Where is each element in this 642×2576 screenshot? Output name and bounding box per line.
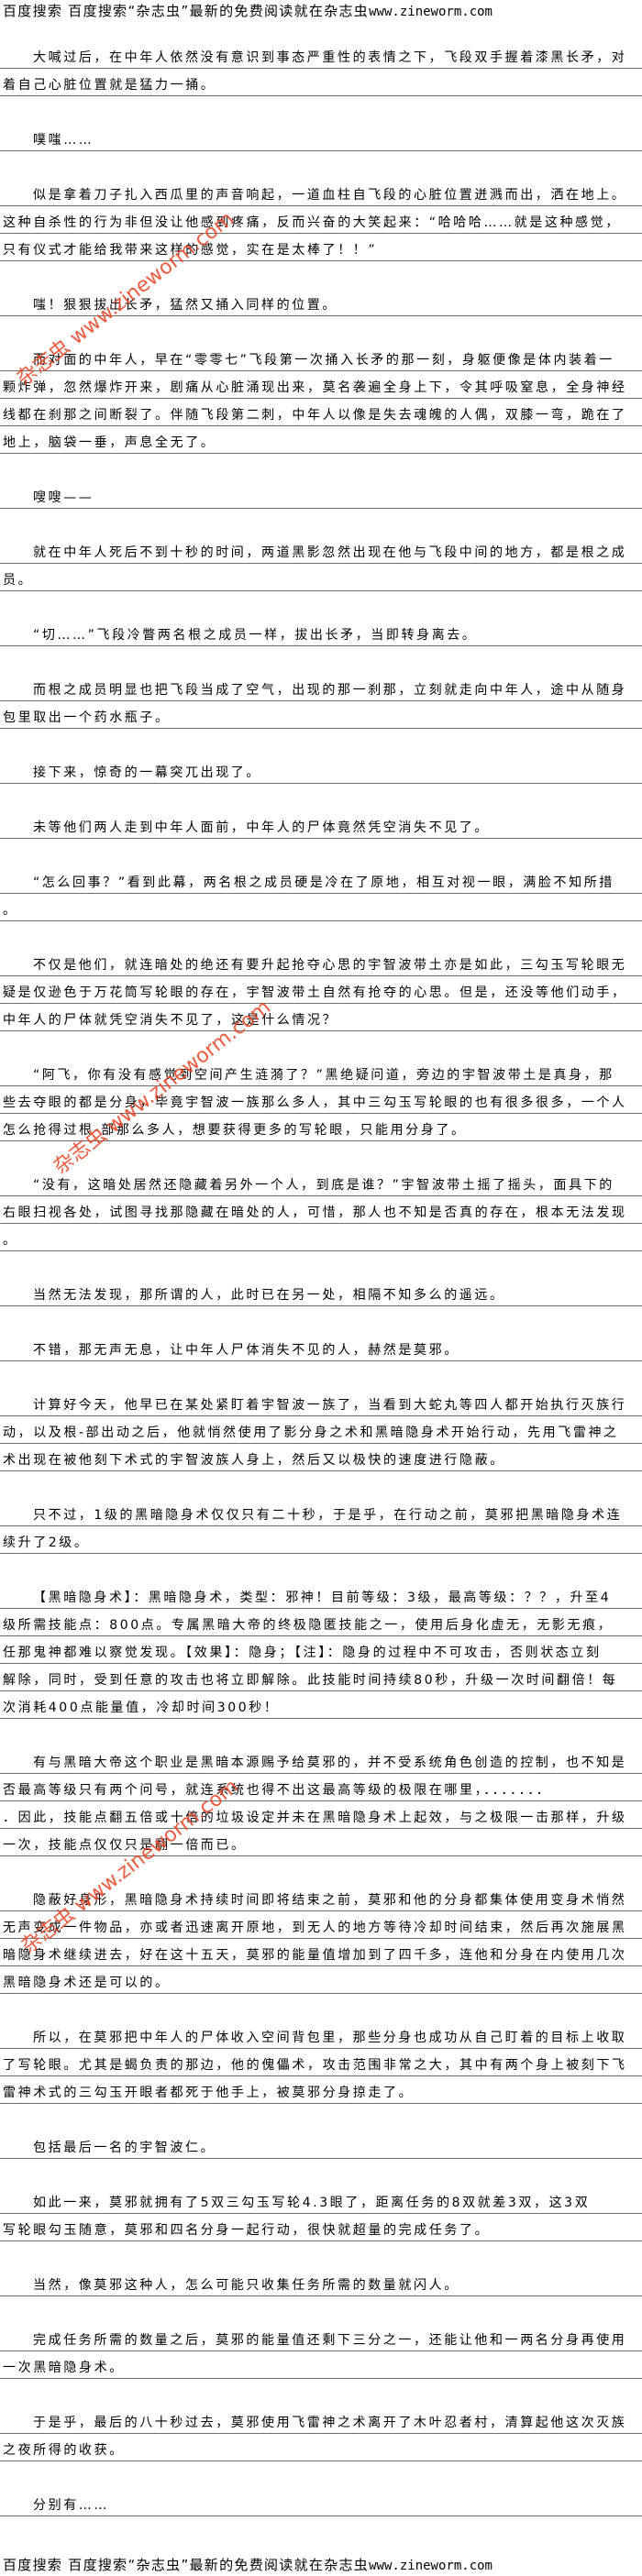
paragraph-line: 不错，那无声无息，让中年人尸体消失不见的人，赫然是莫邪。 (0, 1334, 642, 1361)
paragraph-line: 疑是仅逊色于万花筒写轮眼的存在，宇智波带土自然有抢夺的心思。但是，还没等他们动手… (0, 976, 642, 1004)
paragraph-line: 写轮眼勾玉随意，莫邪和四名分身一起行动，很快就超量的完成任务了。 (0, 2214, 642, 2241)
paragraph-line: 些去夺眼的都是分身，毕竟宇智波一族那么多人，其中三勾玉写轮眼的也有很多很多，一个… (0, 1086, 642, 1114)
paragraph: “阿飞，你有没有感觉到空间产生涟漪了？”黑绝疑问道，旁边的宇智波带土是真身，那些… (0, 1059, 642, 1141)
paragraph-line: 于是乎，最后的八十秒过去，莫邪使用飞雷神之术离开了木叶忍者村，清算起他这次灭族 (0, 2406, 642, 2434)
paragraph: 完成任务所需的数量之后，莫邪的能量值还剩下三分之一，还能让他和一两名分身再使用一… (0, 2324, 642, 2379)
paragraph: 而根之成员明显也把飞段当成了空气，出现的那一刹那，立刻就走向中年人，途中从随身包… (0, 674, 642, 729)
paragraph-line: “没有，这暗处居然还隐藏着另外一个人，到底是谁？”宇智波带土摇了摇头，面具下的 (0, 1169, 642, 1196)
paragraph: 隐蔽好身形，黑暗隐身术持续时间即将结束之前，莫邪和他的分身都集体使用变身术悄然无… (0, 1884, 642, 1994)
paragraph-line: 有与黑暗大帝这个职业是黑暗本源赐予给莫邪的，并不受系统角色创造的控制，也不知是 (0, 1746, 642, 1774)
paragraph-line: 否最高等级只有两个问号，就连系统也得不出这最高等级的极限在哪里，．．．．．．． (0, 1774, 642, 1801)
paragraph-line: 噗嗤…… (0, 124, 642, 151)
paragraph-line: 当然，像莫邪这种人，怎么可能只收集任务所需的数量就闪人。 (0, 2269, 642, 2296)
paragraph: “怎么回事？”看到此幕，两名根之成员硬是冷在了原地，相互对视一眼，满脸不知所措。 (0, 866, 642, 921)
banner-text: 百度搜索 百度搜索“杂志虫”最新的免费阅读就在杂志虫 (3, 3, 370, 19)
paragraph: 包括最后一名的宇智波仁。 (0, 2131, 642, 2159)
paragraph-line: 接下来，惊奇的一幕突兀出现了。 (0, 756, 642, 784)
paragraph: 所以，在莫邪把中年人的尸体收入空间背包里，那些分身也成功从自己盯着的目标上收取了… (0, 2021, 642, 2104)
paragraph: 不仅是他们，就连暗处的绝还有要升起抢夺心思的宇智波带土亦是如此，三勾玉写轮眼无疑… (0, 949, 642, 1031)
banner-url-link[interactable]: www.zineworm.com (369, 5, 493, 19)
paragraph-line: 完成任务所需的数量之后，莫邪的能量值还剩下三分之一，还能让他和一两名分身再使用 (0, 2324, 642, 2351)
paragraph-line: 术出现在被他刻下术式的宇智波族人身上，然后又以极快的速度进行隐蔽。 (0, 1444, 642, 1471)
paragraph-line: 当然无法发现，那所谓的人，此时已在另一处，相隔不知多么的遥远。 (0, 1279, 642, 1306)
paragraph-line: 右眼扫视各处，试图寻找那隐藏在暗处的人，可惜，那人也不知是否真的存在，根本无法发… (0, 1196, 642, 1224)
paragraph-line: 嗖嗖—— (0, 481, 642, 509)
paragraph-line: 隐蔽好身形，黑暗隐身术持续时间即将结束之前，莫邪和他的分身都集体使用变身术悄然 (0, 1884, 642, 1911)
paragraph-line: 地上，脑袋一垂，声息全无了。 (0, 426, 642, 454)
paragraph-line: 任那鬼神都难以察觉发现。【效果】：隐身；【注】：隐身的过程中不可攻击，否则状态立… (0, 1636, 642, 1664)
paragraph-line: 未等他们两人走到中年人面前，中年人的尸体竟然凭空消失不见了。 (0, 811, 642, 839)
paragraph-line: “阿飞，你有没有感觉到空间产生涟漪了？”黑绝疑问道，旁边的宇智波带土是真身，那 (0, 1059, 642, 1086)
paragraph-line: 嗤！狠狠拔出长矛，猛然又捅入同样的位置。 (0, 289, 642, 316)
paragraph: 嗖嗖—— (0, 481, 642, 509)
paragraph-line: 动，以及根-部出动之后，他就悄然使用了影分身之术和黑暗隐身术开始行动，先用飞雷神… (0, 1416, 642, 1444)
paragraph-line: “怎么回事？”看到此幕，两名根之成员硬是冷在了原地，相互对视一眼，满脸不知所措 (0, 866, 642, 894)
paragraph-line: 暗隐身术继续进去，好在这十五天，莫邪的能量值增加到了四千多，连他和分身在内使用几… (0, 1939, 642, 1966)
paragraph-line: 一次，技能点仅仅只是翻一倍而已。 (0, 1829, 642, 1856)
paragraph: 只不过，1级的黑暗隐身术仅仅只有二十秒，于是乎，在行动之前，莫邪把黑暗隐身术连续… (0, 1499, 642, 1554)
paragraph-line: 。 (0, 1224, 642, 1251)
paragraph: 不错，那无声无息，让中年人尸体消失不见的人，赫然是莫邪。 (0, 1334, 642, 1361)
paragraph-line: 解除，同时，受到任意的攻击也将立即解除。此技能时间持续80秒，升级一次时间翻倍！… (0, 1664, 642, 1691)
chapter-body: 大喊过后，在中年人依然没有意识到事态严重性的表情之下，飞段双手握着漆黑长矛，对着… (0, 41, 642, 2544)
paragraph: 当然无法发现，那所谓的人，此时已在另一处，相隔不知多么的遥远。 (0, 1279, 642, 1306)
paragraph: 接下来，惊奇的一幕突兀出现了。 (0, 756, 642, 784)
paragraph: 未等他们两人走到中年人面前，中年人的尸体竟然凭空消失不见了。 (0, 811, 642, 839)
paragraph-line: 大喊过后，在中年人依然没有意识到事态严重性的表情之下，飞段双手握着漆黑长矛，对 (0, 41, 642, 69)
paragraph: 嗤！狠狠拔出长矛，猛然又捅入同样的位置。 (0, 289, 642, 316)
paragraph-line: 不仅是他们，就连暗处的绝还有要升起抢夺心思的宇智波带土亦是如此，三勾玉写轮眼无 (0, 949, 642, 976)
paragraph-line: 只有仪式才能给我带来这样的感觉，实在是太棒了！！” (0, 234, 642, 261)
paragraph: 有与黑暗大帝这个职业是黑暗本源赐予给莫邪的，并不受系统角色创造的控制，也不知是否… (0, 1746, 642, 1856)
paragraph-line: 包里取出一个药水瓶子。 (0, 701, 642, 729)
paragraph-line: 就在中年人死后不到十秒的时间，两道黑影忽然出现在他与飞段中间的地方，都是根之成 (0, 536, 642, 564)
paragraph: 大喊过后，在中年人依然没有意识到事态严重性的表情之下，飞段双手握着漆黑长矛，对着… (0, 41, 642, 96)
paragraph-line: 了写轮眼。尤其是蝎负责的那边，他的傀儡术，攻击范围非常之大，其中有两个身上被刻下… (0, 2049, 642, 2076)
paragraph: 噗嗤…… (0, 124, 642, 151)
paragraph-line: 这种自杀性的行为非但没让他感到疼痛，反而兴奋的大笑起来：“哈哈哈……就是这种感觉… (0, 206, 642, 234)
paragraph-line: 怎么抢得过根-部那么多人，想要获得更多的写轮眼，只能用分身了。 (0, 1114, 642, 1141)
paragraph-line: “切……”飞段冷瞥两名根之成员一样，拔出长矛，当即转身离去。 (0, 619, 642, 646)
banner-text: 百度搜索 百度搜索“杂志虫”最新的免费阅读就在杂志虫 (3, 2557, 370, 2573)
paragraph: 似是拿着刀子扎入西瓜里的声音响起，一道血柱自飞段的心脏位置迸溅而出，洒在地上。这… (0, 179, 642, 261)
paragraph-line: 颗炸弹，忽然爆炸开来，剧痛从心脏涌现出来，莫名袭遍全身上下，令其呼吸窒息，全身神… (0, 371, 642, 399)
paragraph-line: 中年人的尸体就凭空消失不见了，这是什么情况？ (0, 1004, 642, 1031)
paragraph: 如此一来，莫邪就拥有了5双三勾玉写轮4.3眼了，距离任务的8双就差3双，这3双写… (0, 2186, 642, 2241)
paragraph-line: 之夜所得的收获。 (0, 2434, 642, 2461)
paragraph: 分别有…… (0, 2489, 642, 2516)
paragraph-line: 线都在刹那之间断裂了。伴随飞段第二刺，中年人以像是失去魂魄的人偶，双膝一弯，跪在… (0, 399, 642, 426)
bottom-banner[interactable]: 百度搜索 百度搜索“杂志虫”最新的免费阅读就在杂志虫www.zineworm.c… (3, 2554, 642, 2576)
paragraph: 而对面的中年人，早在“零零七”飞段第一次捅入长矛的那一刻，身躯便像是体内装着一颗… (0, 344, 642, 454)
paragraph-line: 雷神术式的三勾玉开眼者都死于他手上，被莫邪分身掠走了。 (0, 2076, 642, 2104)
paragraph-line: 一次黑暗隐身术。 (0, 2351, 642, 2379)
paragraph: 计算好今天，他早已在某处紧盯着宇智波一族了，当看到大蛇丸等四人都开始执行灭族行动… (0, 1389, 642, 1471)
top-banner[interactable]: 百度搜索 百度搜索“杂志虫”最新的免费阅读就在杂志虫www.zineworm.c… (3, 0, 642, 22)
paragraph-line: 如此一来，莫邪就拥有了5双三勾玉写轮4.3眼了，距离任务的8双就差3双，这3双 (0, 2186, 642, 2214)
paragraph-line: 次消耗400点能量值，冷却时间300秒！ (0, 1691, 642, 1719)
paragraph-line: 。 (0, 894, 642, 921)
paragraph-line: 续升了2级。 (0, 1526, 642, 1554)
paragraph-line: 黑暗隐身术还是可以的。 (0, 1966, 642, 1994)
paragraph-line: 级所需技能点：800点。专属黑暗大帝的终极隐匿技能之一，使用后身化虚无，无影无痕… (0, 1609, 642, 1636)
paragraph: “没有，这暗处居然还隐藏着另外一个人，到底是谁？”宇智波带土摇了摇头，面具下的右… (0, 1169, 642, 1251)
banner-url-link[interactable]: www.zineworm.com (369, 2559, 493, 2573)
paragraph-line: 而根之成员明显也把飞段当成了空气，出现的那一刹那，立刻就走向中年人，途中从随身 (0, 674, 642, 701)
paragraph-line: 所以，在莫邪把中年人的尸体收入空间背包里，那些分身也成功从自己盯着的目标上收取 (0, 2021, 642, 2049)
paragraph-line: 只不过，1级的黑暗隐身术仅仅只有二十秒，于是乎，在行动之前，莫邪把黑暗隐身术连 (0, 1499, 642, 1526)
paragraph-line: 而对面的中年人，早在“零零七”飞段第一次捅入长矛的那一刻，身躯便像是体内装着一 (0, 344, 642, 371)
paragraph-line: 似是拿着刀子扎入西瓜里的声音响起，一道血柱自飞段的心脏位置迸溅而出，洒在地上。 (0, 179, 642, 206)
paragraph-line: 着自己心脏位置就是猛力一捅。 (0, 69, 642, 96)
paragraph-line: 【黑暗隐身术】：黑暗隐身术，类型：邪神！目前等级：3级，最高等级：？？，升至4 (0, 1581, 642, 1609)
paragraph-line: 员。 (0, 564, 642, 591)
paragraph-line: 分别有…… (0, 2489, 642, 2516)
paragraph: 就在中年人死后不到十秒的时间，两道黑影忽然出现在他与飞段中间的地方，都是根之成员… (0, 536, 642, 591)
paragraph-line: 无声变成一件物品，亦或者迅速离开原地，到无人的地方等待冷却时间结束，然后再次施展… (0, 1911, 642, 1939)
paragraph-line: 包括最后一名的宇智波仁。 (0, 2131, 642, 2159)
paragraph-line: 计算好今天，他早已在某处紧盯着宇智波一族了，当看到大蛇丸等四人都开始执行灭族行 (0, 1389, 642, 1416)
paragraph-line: ．因此，技能点翻五倍或十倍的垃圾设定并未在黑暗隐身术上起效，与之极限一击那样，升… (0, 1801, 642, 1829)
paragraph: 当然，像莫邪这种人，怎么可能只收集任务所需的数量就闪人。 (0, 2269, 642, 2296)
paragraph: 于是乎，最后的八十秒过去，莫邪使用飞雷神之术离开了木叶忍者村，清算起他这次灭族之… (0, 2406, 642, 2461)
paragraph: “切……”飞段冷瞥两名根之成员一样，拔出长矛，当即转身离去。 (0, 619, 642, 646)
